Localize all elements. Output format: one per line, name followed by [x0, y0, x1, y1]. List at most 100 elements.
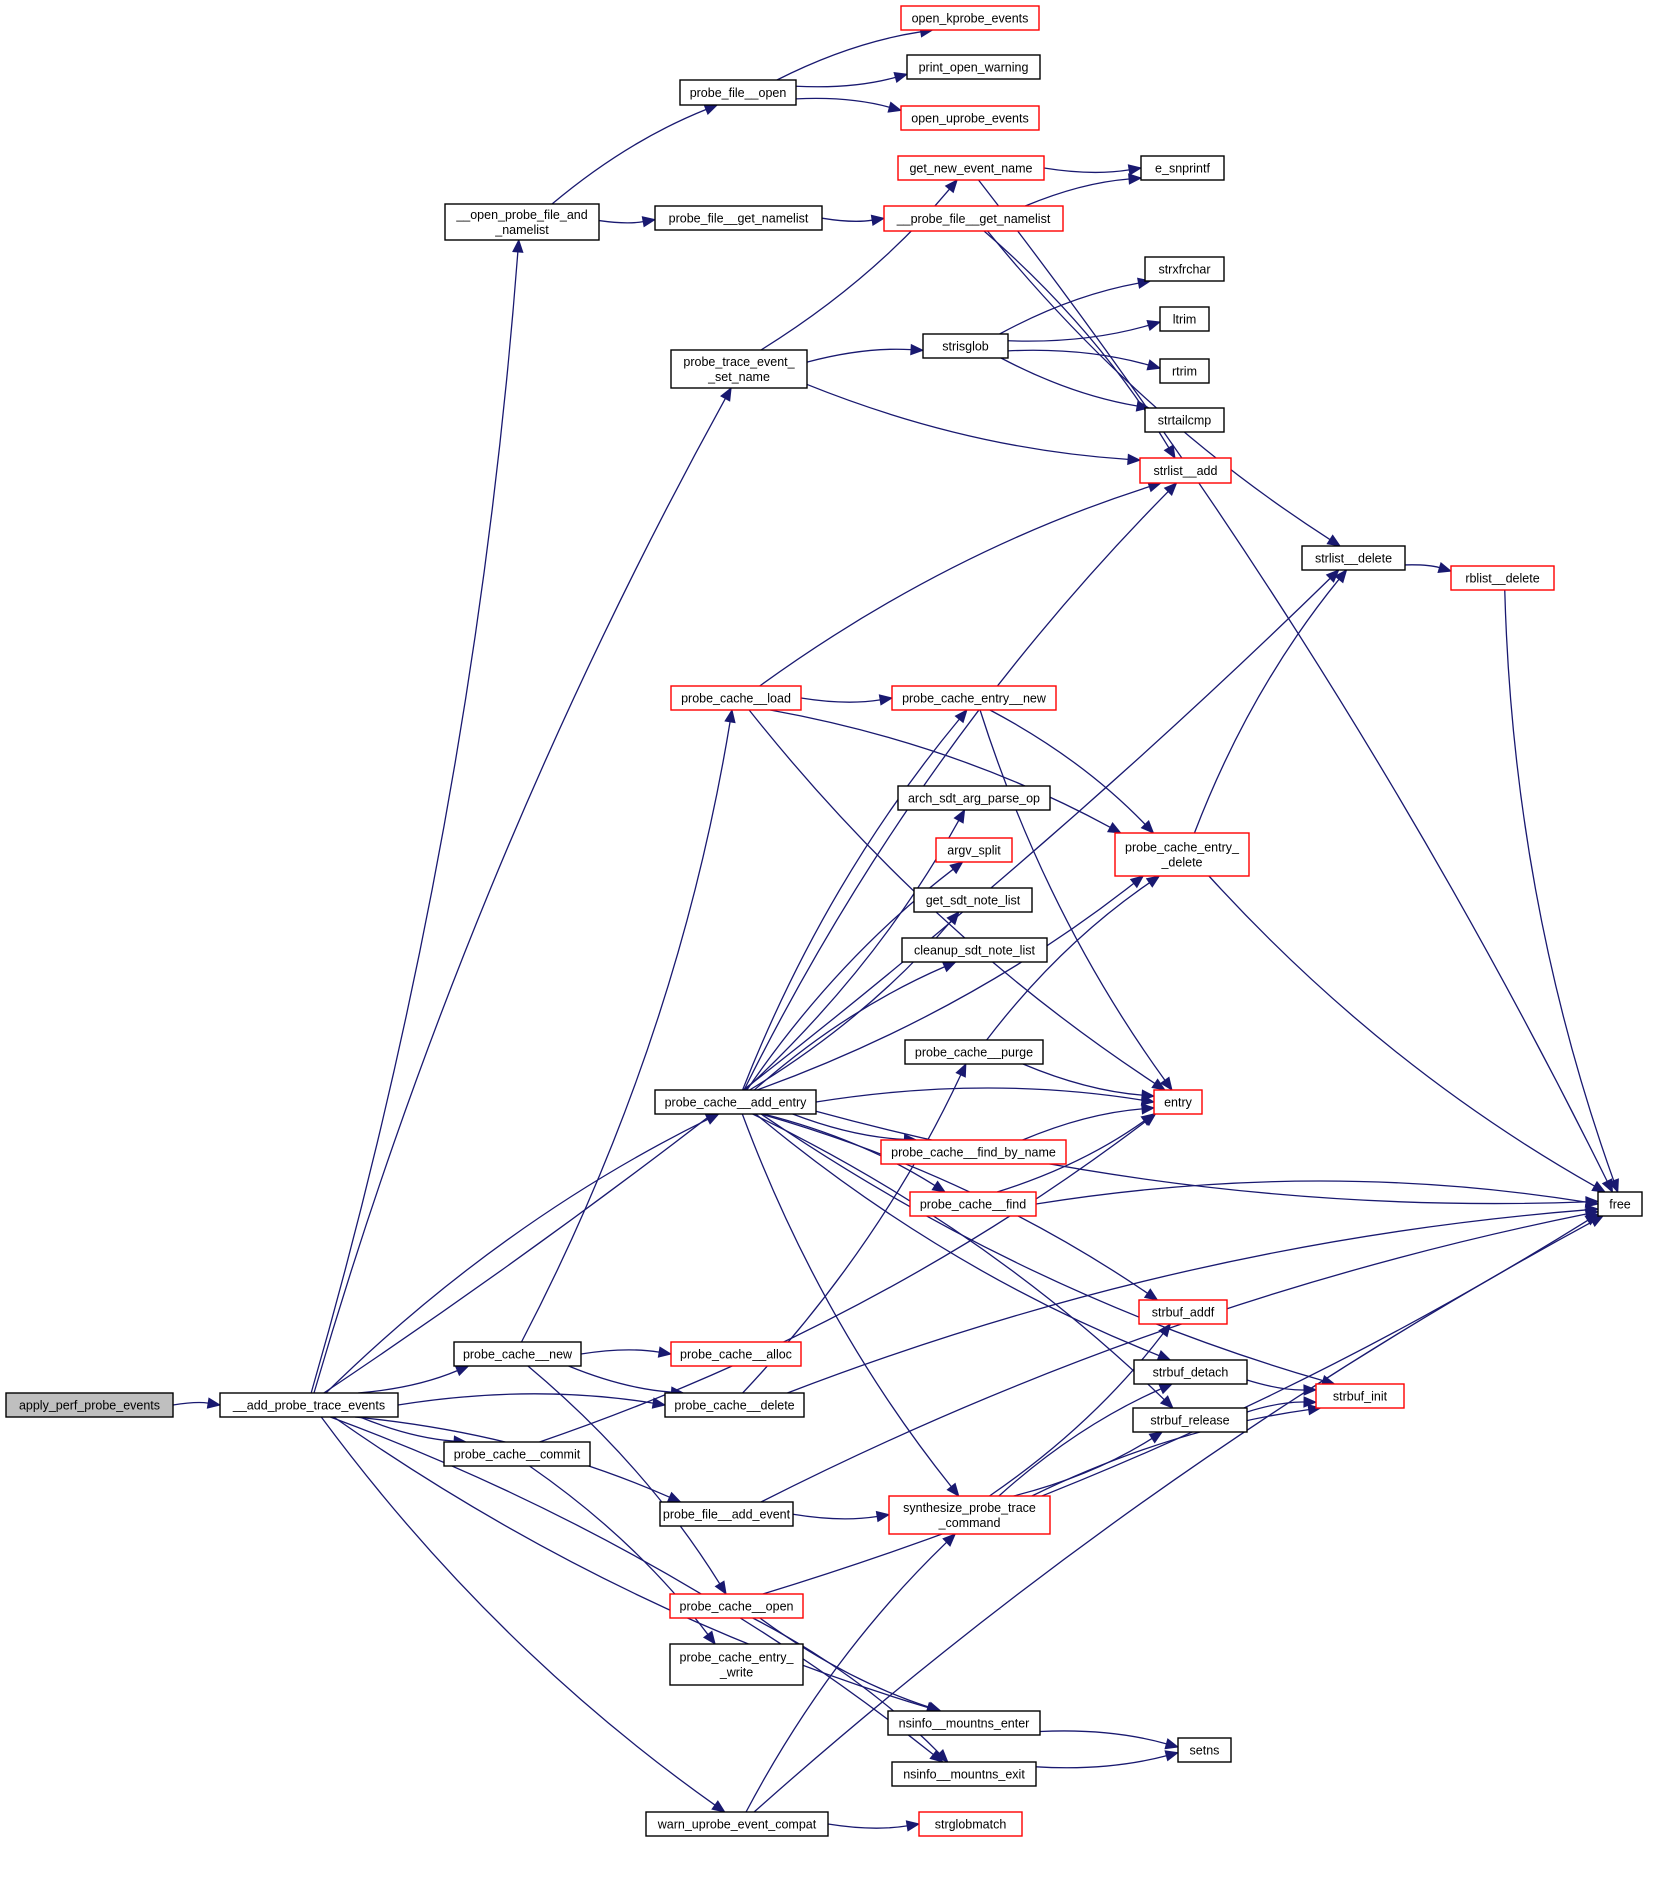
node-rtrim[interactable]: rtrim — [1159, 358, 1210, 384]
node-print-open-warning[interactable]: print_open_warning — [906, 54, 1041, 80]
arrowhead-icon — [1142, 1113, 1157, 1127]
edges-layer — [172, 26, 1619, 1832]
node-probe-cache-find[interactable]: probe_cache__find — [909, 1191, 1037, 1217]
node-strxfrchar[interactable]: strxfrchar — [1144, 256, 1225, 282]
node-label: probe_file__get_namelist — [669, 212, 809, 226]
arrowhead-icon — [1437, 561, 1453, 573]
arrowhead-icon — [724, 708, 736, 724]
node-box — [913, 887, 1033, 913]
edge-line — [1246, 1379, 1305, 1391]
edge-probe_cache__find-to-free — [1035, 1180, 1600, 1208]
edge-line — [806, 348, 912, 363]
edge-probe_cache__purge-to-probe_cache_entry__delete — [986, 875, 1161, 1041]
edge-line — [1246, 1401, 1305, 1413]
node-argv-split[interactable]: argv_split — [935, 837, 1013, 863]
node-strlist-add[interactable]: strlist__add — [1139, 457, 1232, 484]
edge-line — [760, 1113, 1148, 1294]
arrowhead-icon — [944, 179, 958, 194]
node-strbuf-release[interactable]: strbuf_release — [1132, 1407, 1248, 1433]
edge-line — [1007, 324, 1149, 342]
node-strbuf-detach[interactable]: strbuf_detach — [1133, 1359, 1248, 1385]
edge-line — [792, 1113, 905, 1141]
arrowhead-icon — [1334, 568, 1348, 584]
edge-line — [979, 709, 1166, 1081]
node-open-probe-file-and-namelist[interactable]: __open_probe_file_and_namelist — [444, 203, 600, 241]
node-probe-cache-load[interactable]: probe_cache__load — [670, 685, 802, 711]
edge-line — [359, 1416, 455, 1442]
node-get-new-event-name[interactable]: get_new_event_name — [897, 155, 1045, 181]
node-cleanup-sdt-note-list[interactable]: cleanup_sdt_note_list — [901, 937, 1048, 963]
node-probe-cache-entry-delete[interactable]: probe_cache_entry__delete — [1114, 832, 1250, 877]
arrowhead-icon — [657, 1346, 673, 1358]
arrowhead-icon — [1158, 1383, 1174, 1395]
node-add-probe-trace-events[interactable]: __add_probe_trace_events — [219, 1392, 399, 1418]
node-label: strxfrchar — [1158, 263, 1210, 277]
node-nsinfo-mountns-enter[interactable]: nsinfo__mountns_enter — [887, 1710, 1041, 1736]
node-probe-cache-open[interactable]: probe_cache__open — [669, 1593, 804, 1619]
node-get-sdt-note-list[interactable]: get_sdt_note_list — [913, 887, 1033, 913]
arrowhead-icon — [454, 1365, 470, 1377]
node-rblist-delete[interactable]: rblist__delete — [1450, 565, 1555, 591]
node-probe-file-get-namelist[interactable]: probe_file__get_namelist — [654, 205, 823, 231]
edge-line — [358, 1370, 458, 1394]
node-box — [897, 785, 1051, 811]
node-strglobmatch[interactable]: strglobmatch — [918, 1811, 1023, 1837]
node-label: argv_split — [947, 844, 1001, 858]
node-probe-trace-event-set-name[interactable]: probe_trace_event__set_name — [670, 349, 808, 389]
node-ltrim[interactable]: ltrim — [1159, 306, 1210, 332]
node-probe-cache-alloc[interactable]: probe_cache__alloc — [670, 1341, 802, 1367]
node-probe-cache-commit[interactable]: probe_cache__commit — [443, 1441, 591, 1467]
edge-line — [1208, 875, 1595, 1187]
node-label: probe_file__open — [690, 86, 787, 100]
edge-strlist__delete-to-rblist__delete — [1404, 561, 1453, 573]
edge-line — [1035, 1180, 1587, 1205]
node-free[interactable]: free — [1597, 1191, 1643, 1217]
node-setns[interactable]: setns — [1177, 1737, 1232, 1763]
node-entry[interactable]: entry — [1153, 1089, 1203, 1115]
edge-line — [598, 219, 644, 224]
node-arch-sdt-arg-parse-op[interactable]: arch_sdt_arg_parse_op — [897, 785, 1051, 811]
arrowhead-icon — [512, 238, 524, 253]
node-probe-file-get-namelist[interactable]: __probe_file__get_namelist — [883, 205, 1064, 232]
arrowhead-icon — [1151, 1078, 1166, 1091]
node-box — [900, 105, 1040, 131]
node-open-kprobe-events[interactable]: open_kprobe_events — [900, 5, 1040, 31]
node-open-uprobe-events[interactable]: open_uprobe_events — [900, 105, 1040, 131]
node-strlist-delete[interactable]: strlist__delete — [1301, 545, 1406, 571]
node-box — [444, 203, 600, 241]
node-label: setns — [1190, 1744, 1220, 1758]
arrowhead-icon — [893, 71, 909, 84]
node-strtailcmp[interactable]: strtailcmp — [1144, 407, 1225, 433]
arrowhead-icon — [878, 694, 894, 706]
node-probe-cache-entry-new[interactable]: probe_cache_entry__new — [891, 685, 1057, 711]
node-nsinfo-mountns-exit[interactable]: nsinfo__mountns_exit — [891, 1761, 1037, 1787]
node-probe-file-open[interactable]: probe_file__open — [679, 79, 797, 106]
node-strbuf-addf[interactable]: strbuf_addf — [1138, 1299, 1228, 1325]
node-label: _command — [938, 1516, 1001, 1530]
node-apply-perf-probe-events[interactable]: apply_perf_probe_events — [5, 1392, 174, 1418]
arrowhead-icon — [931, 1180, 947, 1193]
node-probe-cache-delete[interactable]: probe_cache__delete — [664, 1392, 805, 1418]
node-probe-cache-add-entry[interactable]: probe_cache__add_entry — [654, 1089, 817, 1115]
node-probe-file-add-event[interactable]: probe_file__add_event — [659, 1501, 794, 1527]
node-probe-cache-find-by-name[interactable]: probe_cache__find_by_name — [880, 1139, 1067, 1165]
node-label: probe_cache_entry_ — [680, 1651, 795, 1665]
node-label: probe_cache_entry__new — [902, 692, 1047, 706]
node-box — [1597, 1191, 1643, 1217]
node-e-snprintf[interactable]: e_snprintf — [1140, 155, 1225, 181]
edge-line — [1022, 1108, 1143, 1141]
edge-line — [323, 577, 1331, 1394]
edge-probe_file__get_namelist-to-__probe_file__get_namelist — [821, 214, 886, 226]
node-synthesize-probe-trace-command[interactable]: synthesize_probe_trace_command — [888, 1495, 1051, 1535]
node-label: rblist__delete — [1465, 572, 1539, 586]
node-probe-cache-entry-write[interactable]: probe_cache_entry__write — [669, 1643, 804, 1686]
edge-synthesize_probe_trace_command-to-strbuf_init — [1031, 1404, 1322, 1497]
edge-line — [325, 1118, 709, 1394]
node-probe-cache-purge[interactable]: probe_cache__purge — [904, 1039, 1044, 1065]
edge-line — [795, 97, 890, 108]
node-warn-uprobe-event-compat[interactable]: warn_uprobe_event_compat — [645, 1811, 829, 1837]
node-box — [1159, 306, 1210, 332]
node-strisglob[interactable]: strisglob — [922, 333, 1009, 359]
node-strbuf-init[interactable]: strbuf_init — [1315, 1383, 1405, 1409]
node-probe-cache-new[interactable]: probe_cache__new — [453, 1341, 582, 1367]
